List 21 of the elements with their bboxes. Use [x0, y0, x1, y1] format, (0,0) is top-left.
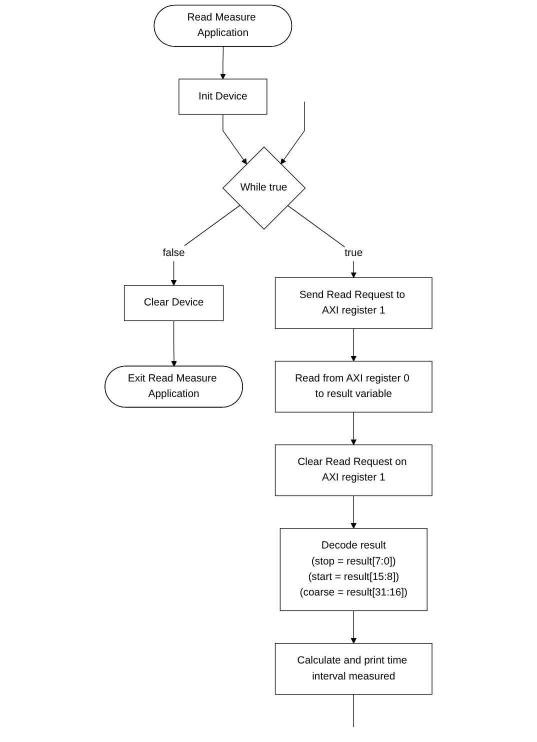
arrow [350, 412, 357, 446]
arrow [222, 114, 247, 164]
node-box: Calculate and print time interval measured [274, 643, 432, 695]
node-box: Read from AXI register 0 to result variable [274, 360, 432, 412]
arrow [350, 610, 357, 644]
node-box: Init Device [178, 78, 268, 115]
arrow [171, 320, 177, 367]
arrow [350, 495, 357, 529]
edge-label: true [344, 248, 363, 259]
arrow [220, 46, 226, 80]
edge-label: false [162, 248, 185, 259]
arrow [280, 101, 305, 164]
node-diamond: While true [222, 146, 306, 230]
node-box: Clear Device [124, 285, 224, 322]
node-box: Clear Read Request on AXI register 1 [274, 444, 432, 496]
connector [353, 694, 354, 728]
arrow [287, 205, 357, 278]
arrow [170, 205, 240, 286]
node-box: Send Read Request to AXI register 1 [274, 277, 432, 329]
node-box: Decode result (stop = result[7:0]) (start = result[15:8]) (coarse = result[31:16]) [280, 528, 428, 612]
arrow [350, 328, 357, 362]
